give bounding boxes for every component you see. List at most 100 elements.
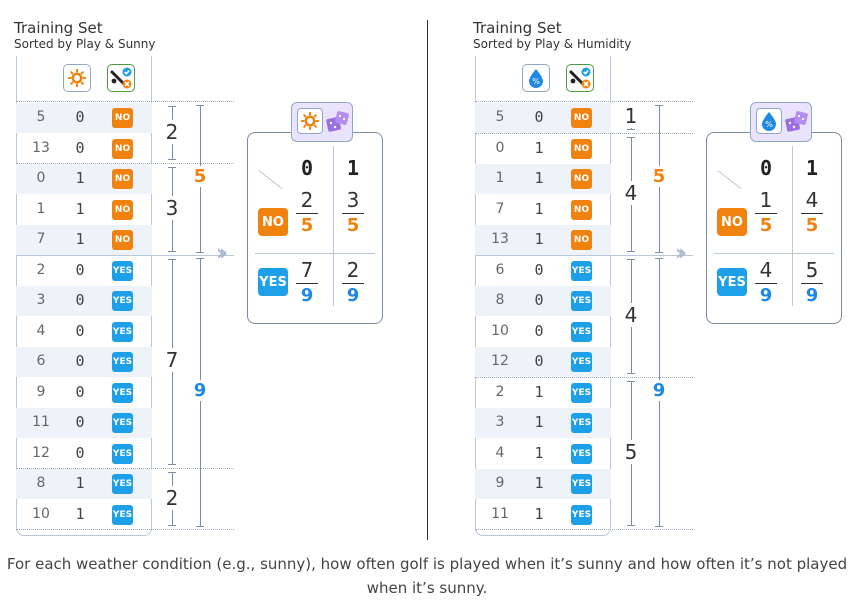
svg-text:%: % (532, 77, 540, 86)
fraction-denominator: 5 (346, 215, 360, 236)
row-id: 13 (32, 139, 50, 156)
panel-divider (427, 20, 428, 540)
row-feature-value: 0 (75, 413, 85, 431)
group-count: 2 (160, 119, 184, 144)
fraction-bar (296, 283, 318, 284)
dice-icon (784, 109, 810, 135)
group-bracket-tick (168, 525, 176, 526)
row-id: 2 (36, 261, 46, 278)
group-count: 1 (619, 104, 643, 129)
group-separator-line (16, 163, 234, 164)
row-id: 7 (495, 200, 505, 217)
group-bracket-tick (168, 106, 176, 107)
row-id: 12 (491, 353, 509, 369)
row-id: 1 (36, 200, 46, 217)
row-feature-value: 1 (534, 382, 544, 401)
column-header: 1 (346, 156, 360, 180)
row-feature-value: 0 (75, 382, 85, 401)
yes-badge: YES (258, 268, 288, 296)
fraction-bar (342, 283, 364, 284)
group-bracket-tick (168, 258, 176, 260)
group-separator-line (475, 132, 693, 134)
group-bracket-tick (168, 250, 176, 252)
total-yes-count: 9 (188, 379, 212, 401)
table-horizontal-divider (714, 253, 834, 254)
panel-right-subtitle: Sorted by Play & Humidity (473, 37, 632, 51)
group-separator-line (475, 376, 693, 378)
yes-badge: YES (571, 352, 592, 372)
row-id: 3 (36, 292, 46, 308)
group-count: 4 (619, 180, 643, 205)
column-header: 0 (759, 156, 773, 180)
sun-icon (297, 108, 323, 134)
no-badge: NO (571, 230, 592, 250)
row-feature-value: 1 (534, 230, 544, 248)
row-feature-value: 0 (75, 138, 85, 157)
group-count: 4 (619, 302, 643, 327)
group-bracket-tick (627, 525, 635, 526)
class-separator-line (475, 254, 693, 256)
table-top-line (475, 101, 693, 102)
no-badge: NO (112, 199, 133, 220)
table-vertical-divider (333, 146, 334, 306)
total-no-count: 5 (647, 166, 671, 188)
row-id: 0 (495, 139, 505, 156)
class-bracket-tick (655, 251, 663, 253)
group-count: 3 (160, 195, 184, 220)
yes-badge: YES (571, 260, 592, 281)
arrow-icon: ›› (675, 241, 687, 266)
group-bracket-tick (627, 258, 635, 260)
row-id: 4 (36, 322, 46, 339)
yes-badge: YES (571, 413, 592, 433)
row-id: 10 (32, 505, 50, 522)
no-badge: NO (571, 199, 592, 220)
row-id: 2 (495, 383, 505, 400)
yes-badge: YES (717, 268, 747, 296)
no-badge: NO (112, 138, 133, 159)
panel-left-title: Training Set (14, 19, 103, 37)
no-badge: NO (112, 169, 133, 189)
fraction-denominator: 9 (346, 285, 360, 306)
class-bracket-tick (196, 105, 204, 106)
fraction-numerator: 5 (805, 258, 819, 282)
yes-badge: YES (112, 504, 133, 525)
table-top-line (16, 101, 234, 102)
row-feature-value: 0 (75, 108, 85, 126)
fraction-denominator: 5 (300, 215, 314, 236)
row-id: 3 (495, 414, 505, 430)
fraction-bar (342, 213, 364, 214)
row-feature-value: 0 (534, 352, 544, 370)
yes-badge: YES (112, 443, 133, 464)
row-feature-value: 0 (534, 260, 544, 279)
row-feature-value: 0 (534, 291, 544, 309)
row-feature-value: 1 (534, 474, 544, 492)
group-bracket-tick (168, 159, 176, 160)
row-id: 9 (495, 475, 505, 491)
fraction-bar (755, 283, 777, 284)
group-bracket-tick (168, 464, 176, 465)
no-badge: NO (571, 108, 592, 128)
yes-badge: YES (112, 260, 133, 281)
no-badge: NO (571, 169, 592, 189)
row-id: 12 (32, 444, 50, 461)
row-id: 6 (36, 353, 46, 369)
row-id: 1 (495, 170, 505, 186)
group-bracket-tick (168, 472, 176, 473)
fraction-numerator: 1 (759, 188, 773, 212)
row-feature-value: 0 (75, 443, 85, 462)
humidity-drop-icon: % (756, 108, 782, 134)
row-id: 0 (36, 170, 46, 186)
